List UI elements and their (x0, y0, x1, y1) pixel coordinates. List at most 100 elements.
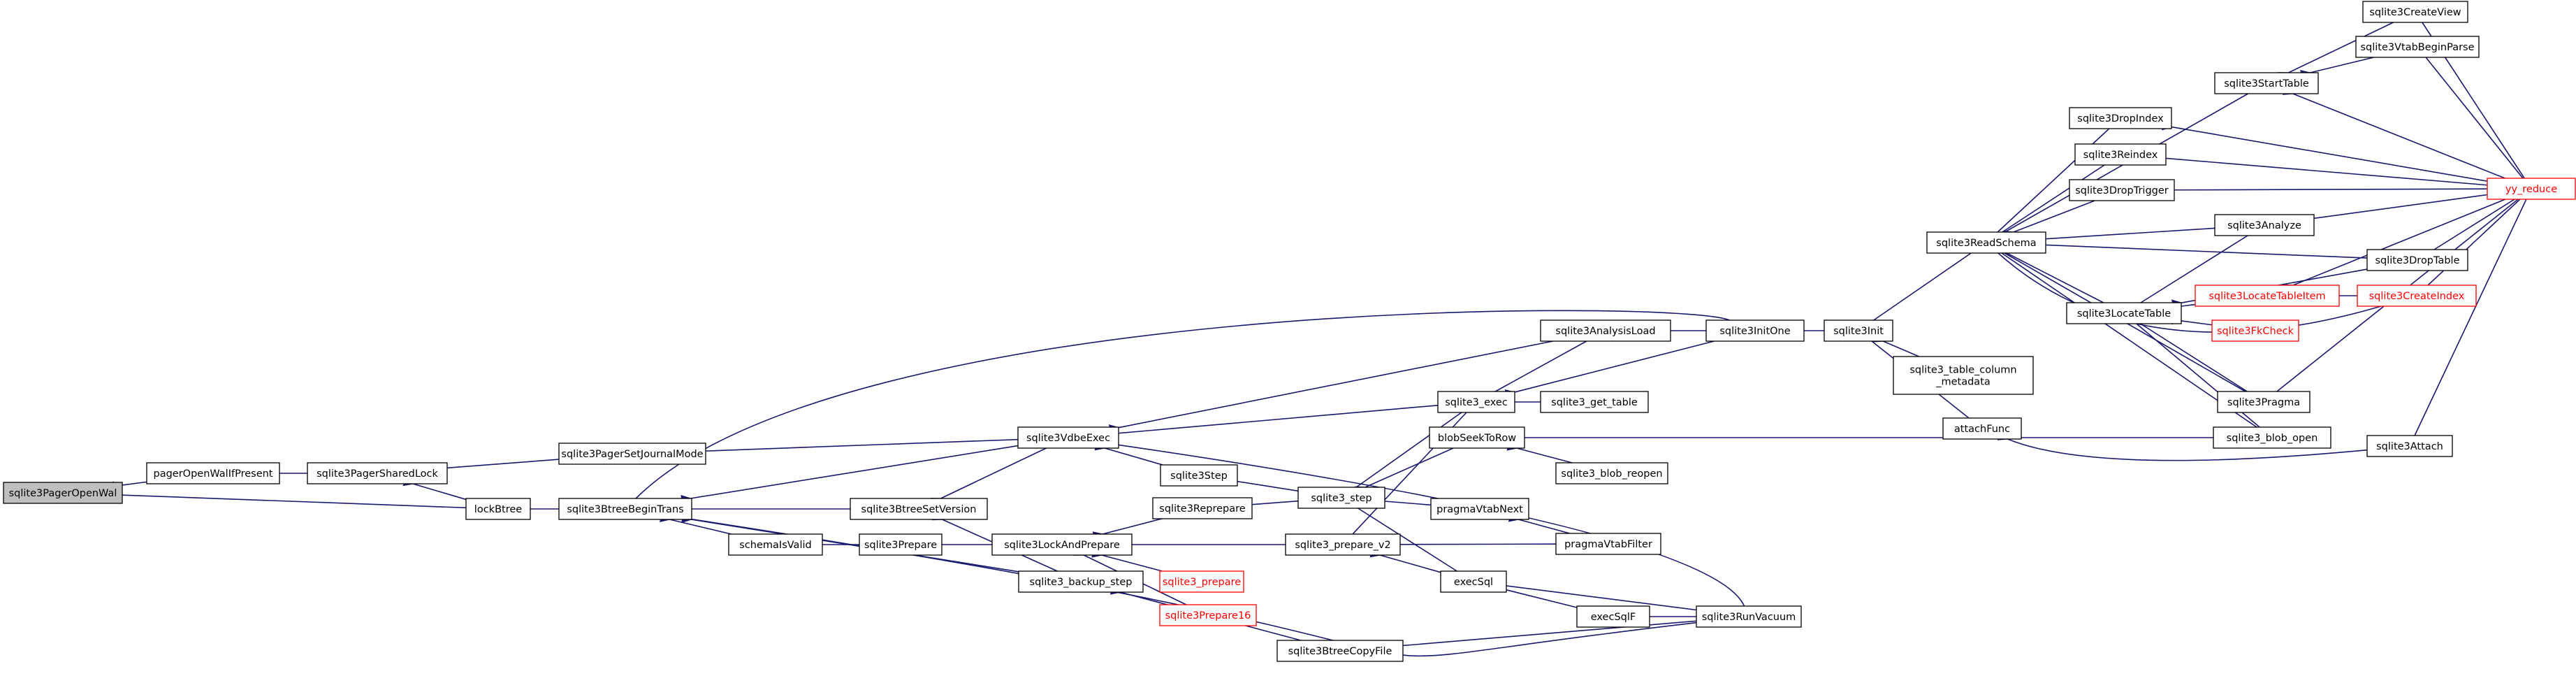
edge-yyreduce-to-droptable (2424, 199, 2515, 259)
edge-schemavalid-to-begintrans (659, 512, 732, 535)
node-yyreduce[interactable]: yy_reduce (2487, 178, 2576, 200)
node-journalmode[interactable]: sqlite3PagerSetJournalMode (558, 443, 706, 465)
node-step[interactable]: sqlite3Step (1160, 464, 1238, 487)
edge-colmeta-to-init (1872, 333, 1920, 357)
node-label: sqlite3_exec (1445, 397, 1508, 408)
node-label: execSql (1454, 577, 1493, 588)
node-reindex[interactable]: sqlite3Reindex (2074, 143, 2167, 166)
node-label: sqlite3CreateView (2369, 7, 2461, 18)
node-prepare16[interactable]: sqlite3Prepare16 (1159, 604, 1257, 626)
node-colmeta[interactable]: sqlite3_table_column_metadata (1893, 356, 2034, 395)
node-createview[interactable]: sqlite3CreateView (2362, 1, 2468, 23)
node-label: sqlite3Init (1833, 326, 1884, 337)
node-label: sqlite3PagerSetJournalMode (561, 449, 703, 460)
node-exec[interactable]: sqlite3_exec (1437, 391, 1515, 413)
node-blobopen[interactable]: sqlite3_blob_open (2213, 426, 2331, 449)
node-box (991, 533, 1133, 556)
node-backupstep[interactable]: sqlite3_backup_step (1018, 570, 1144, 593)
edge-locatetable-to-readschema (1996, 244, 2104, 303)
node-box (465, 498, 531, 520)
node-walifpresent[interactable]: pagerOpenWalIfPresent (146, 462, 280, 484)
node-dropindex[interactable]: sqlite3DropIndex (2069, 107, 2172, 129)
node-analysisload[interactable]: sqlite3AnalysisLoad (1540, 319, 1671, 342)
node-analyze[interactable]: sqlite3Analyze (2214, 214, 2315, 236)
node-execsqlf[interactable]: execSqlF (1576, 605, 1650, 628)
node-box (1540, 391, 1649, 413)
node-label: _metadata (1935, 377, 1991, 388)
node-readschema[interactable]: sqlite3ReadSchema (1926, 231, 2046, 254)
node-vtabnext[interactable]: pragmaVtabNext (1430, 498, 1529, 520)
node-blobreopen[interactable]: sqlite3_blob_reopen (1555, 462, 1668, 484)
node-copyfile[interactable]: sqlite3BtreeCopyFile (1276, 640, 1404, 662)
edge-readschema-to-init (1863, 252, 1972, 330)
node-createindex[interactable]: sqlite3CreateIndex (2357, 285, 2477, 307)
node-box (2355, 36, 2480, 58)
edge-yyreduce-to-reindex (2156, 152, 2488, 186)
node-initone[interactable]: sqlite3InitOne (1705, 319, 1805, 342)
node-label: sqlite3DropIndex (2077, 113, 2164, 124)
edge-runvacuum-to-copyfile (1393, 620, 1697, 652)
node-reprepare[interactable]: sqlite3Reprepare (1152, 497, 1253, 519)
node-box (1893, 356, 2034, 395)
node-label: sqlite3RunVacuum (1702, 612, 1796, 623)
node-fkcheck[interactable]: sqlite3FkCheck (2211, 319, 2299, 342)
edge-prepare_api-to-lockandprepare (1091, 547, 1163, 572)
node-lockbtree[interactable]: lockBtree (465, 498, 531, 520)
node-sharedlock[interactable]: sqlite3PagerSharedLock (307, 462, 448, 484)
node-step_api[interactable]: sqlite3_step (1297, 487, 1385, 509)
node-label: yy_reduce (2505, 184, 2557, 195)
node-attachfunc[interactable]: attachFunc (1942, 417, 2022, 440)
node-droptable[interactable]: sqlite3DropTable (2366, 249, 2468, 271)
node-runvacuum[interactable]: sqlite3RunVacuum (1696, 605, 1802, 628)
node-execsql[interactable]: execSql (1440, 570, 1507, 593)
node-attach[interactable]: sqlite3Attach (2366, 435, 2453, 457)
node-pragma[interactable]: sqlite3Pragma (2217, 391, 2311, 413)
node-droptrigger[interactable]: sqlite3DropTrigger (2069, 179, 2175, 201)
node-init[interactable]: sqlite3Init (1824, 319, 1893, 342)
node-box (1696, 605, 1802, 628)
node-vtabfilter[interactable]: pragmaVtabFilter (1555, 533, 1661, 555)
edge-exec-to-vdbeexec (1109, 405, 1439, 440)
node-vdbeexec[interactable]: sqlite3VdbeExec (1017, 426, 1119, 449)
edge-journalmode-to-sharedlock (437, 459, 560, 474)
node-box (2214, 214, 2315, 236)
node-label: sqlite3BtreeCopyFile (1288, 646, 1392, 657)
edge-blobopen-to-readschema (1991, 243, 2257, 428)
node-locatetable[interactable]: sqlite3LocateTable (2066, 302, 2182, 324)
node-vtabbeginparse[interactable]: sqlite3VtabBeginParse (2355, 36, 2480, 58)
node-schemavalid[interactable]: schemaIsValid (728, 533, 823, 556)
node-box (1017, 426, 1119, 449)
node-label: sqlite3StartTable (2224, 78, 2309, 89)
node-box (2213, 426, 2331, 449)
edge-analyze-to-readschema (2036, 227, 2215, 245)
node-box (2362, 1, 2468, 23)
node-label: sqlite3InitOne (1719, 326, 1790, 337)
node-box (1440, 570, 1507, 593)
node-locatetableitem[interactable]: sqlite3LocateTableItem (2195, 285, 2340, 307)
node-prepare[interactable]: sqlite3Prepare (859, 533, 943, 556)
edge-execsqlf-to-execsql (1496, 582, 1578, 608)
node-label: attachFunc (1954, 424, 2010, 435)
node-prepare_v2[interactable]: sqlite3_prepare_v2 (1285, 533, 1401, 556)
node-box (2366, 249, 2468, 271)
node-setversion[interactable]: sqlite3BtreeSetVersion (850, 498, 988, 520)
node-label: execSqlF (1591, 612, 1636, 623)
node-starttable[interactable]: sqlite3StartTable (2214, 72, 2319, 94)
node-get_table[interactable]: sqlite3_get_table (1540, 391, 1649, 413)
node-box (2366, 435, 2453, 457)
node-blobseek[interactable]: blobSeekToRow (1429, 426, 1525, 449)
edge-lockbtree-to-openwal (112, 489, 467, 509)
node-box (1705, 319, 1805, 342)
edge-yyreduce-to-locatetableitem (2283, 199, 2506, 294)
edge-lockbtree-to-sharedlock (402, 476, 467, 501)
node-box (2487, 178, 2576, 200)
edge-vtabfilter-to-vtabnext (1508, 512, 1571, 534)
node-box (307, 462, 448, 484)
edge-vdbeexec-to-setversion (930, 447, 1047, 508)
node-begintrans[interactable]: sqlite3BtreeBeginTrans (558, 498, 692, 520)
node-lockandprepare[interactable]: sqlite3LockAndPrepare (991, 533, 1133, 556)
edge-execsql-to-prepare_v2 (1369, 547, 1441, 573)
node-openwal[interactable]: sqlite3PagerOpenWal (3, 482, 123, 504)
node-prepare_api[interactable]: sqlite3_prepare (1159, 570, 1244, 593)
edge-step-to-vdbeexec (1094, 440, 1163, 466)
